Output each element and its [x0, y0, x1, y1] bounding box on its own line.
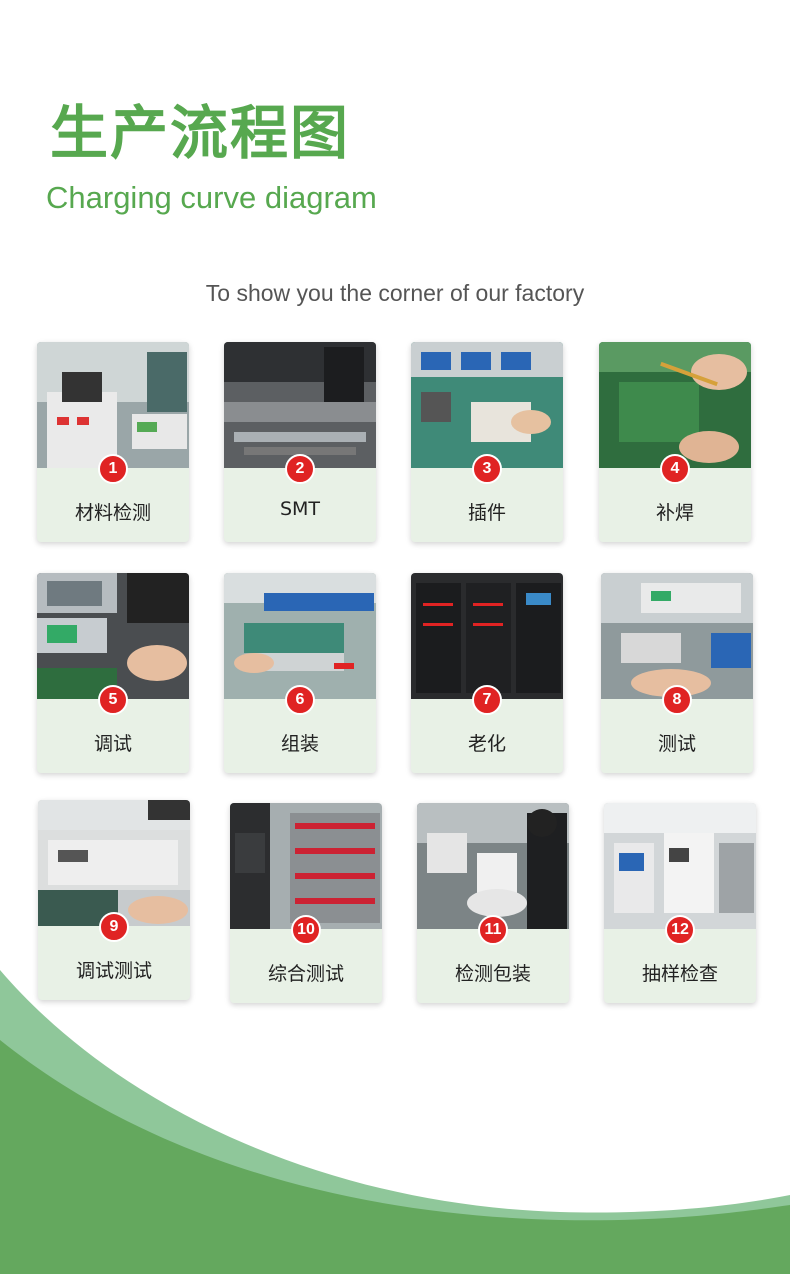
step-label: 综合测试 — [267, 963, 344, 985]
process-step-card: 5 调试 — [37, 573, 189, 773]
step-label: 材料检测 — [74, 502, 151, 524]
process-step-card: 7 老化 — [411, 573, 563, 773]
process-step-card: 10 综合测试 — [230, 803, 382, 1003]
process-step-card: 12 抽样检查 — [604, 803, 756, 1003]
step-photo — [230, 803, 382, 929]
step-photo — [599, 342, 751, 468]
page-title: 生产流程图 — [50, 99, 351, 167]
step-number-badge: 11 — [478, 915, 508, 945]
process-step-card: 2 SMT — [224, 342, 376, 542]
process-step-card: 6 组装 — [224, 573, 376, 773]
process-step-card: 11 检测包装 — [417, 803, 569, 1003]
step-label: 老化 — [467, 733, 506, 755]
step-number-badge: 12 — [665, 915, 695, 945]
section-caption: To show you the corner of our factory — [205, 280, 585, 306]
step-label: 调试 — [93, 733, 132, 755]
step-label: 组装 — [280, 733, 319, 755]
page-subtitle-en: Charging curve diagram — [46, 180, 377, 215]
step-photo — [411, 573, 563, 699]
step-number-badge: 2 — [285, 454, 315, 484]
process-step-card: 8 测试 — [601, 573, 753, 773]
step-number-badge: 10 — [291, 915, 321, 945]
step-number-badge: 8 — [662, 685, 692, 715]
step-label: SMT — [279, 498, 321, 520]
step-number-badge: 4 — [660, 454, 690, 484]
step-label: 补焊 — [655, 502, 694, 524]
step-number-badge: 5 — [98, 685, 128, 715]
step-number-badge: 3 — [472, 454, 502, 484]
step-photo — [604, 803, 756, 929]
step-number-badge: 9 — [99, 912, 129, 942]
step-photo — [417, 803, 569, 929]
step-number-badge: 6 — [285, 685, 315, 715]
step-number-badge: 1 — [98, 454, 128, 484]
step-photo — [38, 800, 190, 926]
step-photo — [37, 342, 189, 468]
step-label: 调试测试 — [75, 960, 152, 982]
step-label: 插件 — [467, 502, 506, 524]
process-step-card: 9 调试测试 — [38, 800, 190, 1000]
step-photo — [224, 573, 376, 699]
step-photo — [601, 573, 753, 699]
step-label: 抽样检查 — [641, 963, 718, 985]
step-label: 测试 — [657, 733, 696, 755]
step-label: 检测包装 — [454, 963, 531, 985]
process-step-card: 1 材料检测 — [37, 342, 189, 542]
step-photo — [411, 342, 563, 468]
process-step-card: 4 补焊 — [599, 342, 751, 542]
background-wave — [0, 970, 790, 1274]
process-step-card: 3 插件 — [411, 342, 563, 542]
step-number-badge: 7 — [472, 685, 502, 715]
step-photo — [37, 573, 189, 699]
step-photo — [224, 342, 376, 468]
